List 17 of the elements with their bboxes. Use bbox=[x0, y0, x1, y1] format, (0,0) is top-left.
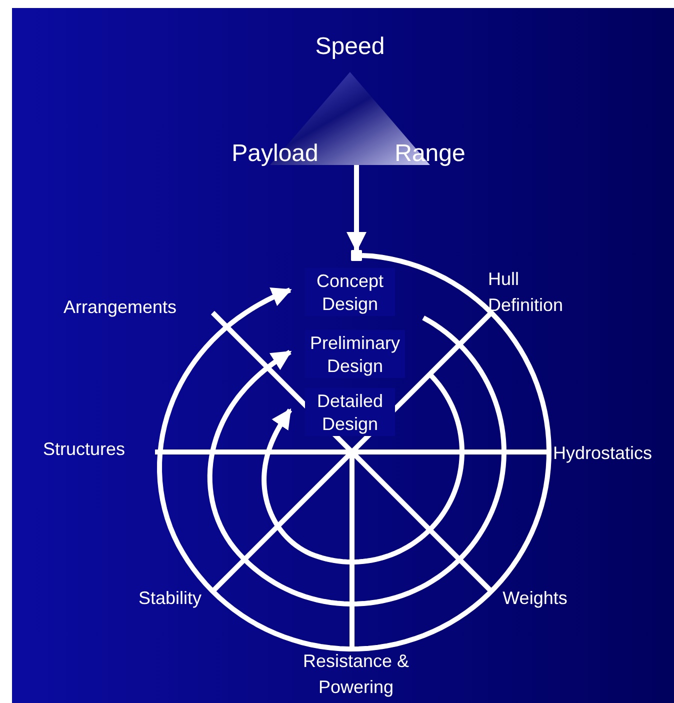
discipline-label: Structures bbox=[42, 438, 126, 461]
discipline-label: Hull Definition bbox=[488, 268, 564, 317]
arrow bbox=[346, 165, 366, 252]
phase-label: Concept Design bbox=[305, 268, 395, 316]
phase-label: Detailed Design bbox=[305, 388, 395, 436]
discipline-label: Arrangements bbox=[62, 296, 178, 319]
arrow bbox=[157, 253, 552, 652]
discipline-label: Hydrostatics bbox=[553, 442, 654, 465]
arrow bbox=[262, 371, 464, 564]
triangle-vertex-label: Payload bbox=[230, 139, 320, 169]
arrow bbox=[207, 316, 506, 606]
square-marker bbox=[351, 250, 362, 261]
discipline-label: Weights bbox=[502, 587, 568, 610]
discipline-label: Resistance & Powering bbox=[302, 650, 410, 699]
phase-label: Preliminary Design bbox=[305, 330, 405, 378]
discipline-label: Stability bbox=[137, 587, 203, 610]
triangle-vertex-label: Speed bbox=[314, 32, 386, 62]
